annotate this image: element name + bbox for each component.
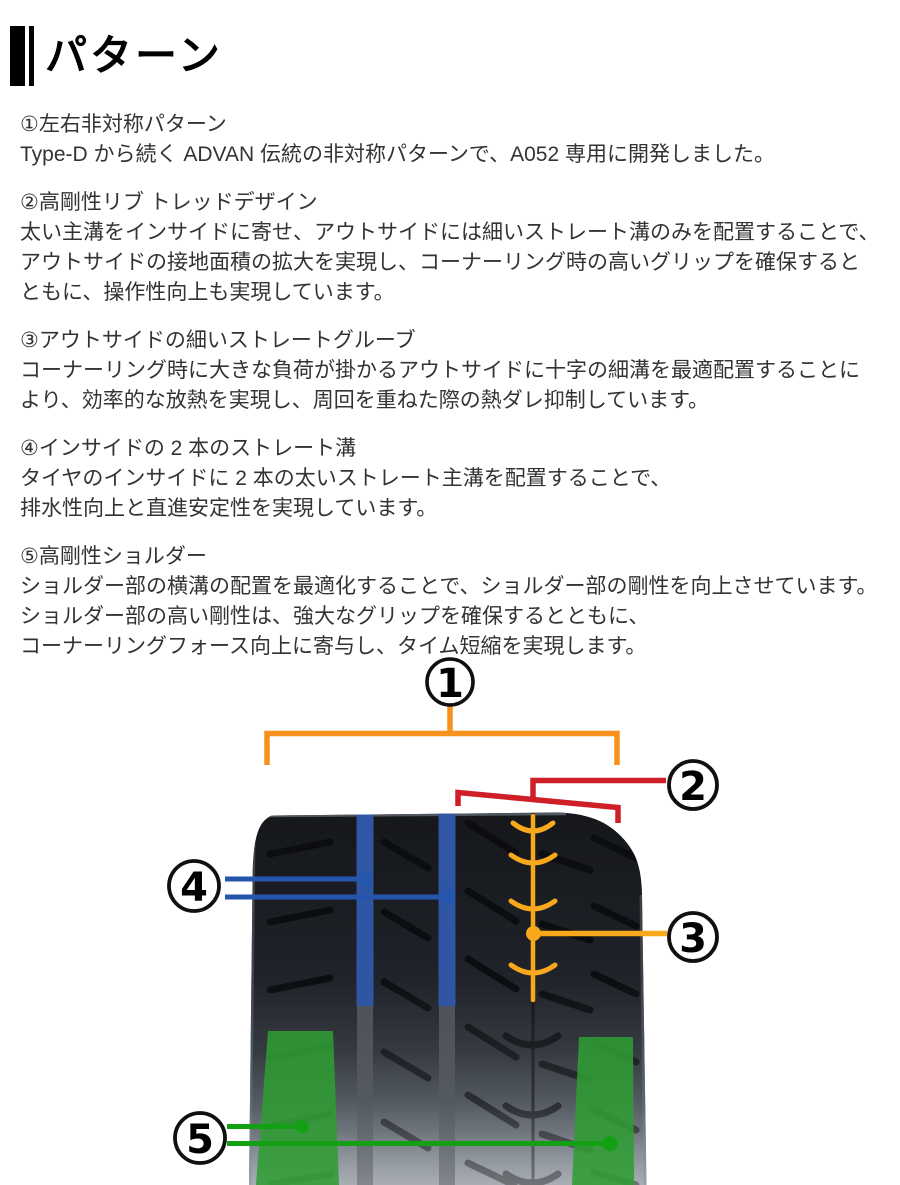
callout-5-label: 5 xyxy=(186,1117,214,1163)
section-heading: ②高剛性リブ トレッドデザイン xyxy=(20,191,318,214)
callout-4-dot-2 xyxy=(441,890,455,904)
callout-4-circle xyxy=(167,859,221,913)
callout-2-circle xyxy=(667,759,719,811)
callout-3-circle xyxy=(667,911,719,963)
section-text-line: アウトサイドの接地面積の拡大を実現し、コーナーリング時の高いグリップを確保すると xyxy=(20,251,860,274)
section-text-line: より、効率的な放熱を実現し、周回を重ねた際の熱ダレ抑制しています。 xyxy=(20,389,710,412)
callout-5-dot-1 xyxy=(295,1120,309,1133)
blue-groove-highlight-left xyxy=(356,813,374,1006)
feature-section-4: ④インサイドの 2 本のストレート溝 タイヤのインサイドに 2 本の太いストレー… xyxy=(20,434,896,524)
callout-1-circle xyxy=(425,657,475,707)
callout-5-leaders xyxy=(227,1120,618,1151)
tire-illustration xyxy=(249,812,647,1185)
green-shoulder-highlight-right xyxy=(572,1037,634,1185)
callout-4-dot-1 xyxy=(359,872,373,886)
callout-5-dot-2 xyxy=(602,1136,618,1151)
section-text-line: Type-D から続く ADVAN 伝統の非対称パターンで、A052 専用に開発… xyxy=(20,143,775,166)
callout-2-badge: 2 xyxy=(667,759,719,811)
page-title: パターン xyxy=(45,32,223,79)
callout-5-circle xyxy=(173,1111,227,1165)
callout-3-label: 3 xyxy=(679,916,707,962)
section-heading: ①左右非対称パターン xyxy=(20,113,227,136)
tread-top-edge xyxy=(265,812,567,818)
green-shoulder-highlight-left xyxy=(256,1031,339,1185)
callout-1-label: 1 xyxy=(436,661,464,707)
feature-section-1: ①左右非対称パターン Type-D から続く ADVAN 伝統の非対称パターンで… xyxy=(20,110,896,170)
callout-1-badge: 1 xyxy=(425,657,475,707)
callout-3-dot xyxy=(526,926,541,941)
blue-groove-highlight-right xyxy=(438,813,456,1006)
callout-5-badge: 5 xyxy=(173,1111,227,1165)
section-text-line: コーナーリング時に大きな負荷が掛かるアウトサイドに十字の細溝を最適配置することに xyxy=(20,359,860,382)
yellow-center-groove-highlight xyxy=(508,813,558,1003)
callout-4-label: 4 xyxy=(180,865,208,911)
header-accent-bar-thick xyxy=(10,26,25,86)
section-text-line: ショルダー部の横溝の配置を最適化することで、ショルダー部の剛性を向上させています… xyxy=(20,575,878,598)
callout-4-leaders xyxy=(225,872,455,904)
section-heading: ③アウトサイドの細いストレートグルーブ xyxy=(20,329,416,352)
section-heading: ④インサイドの 2 本のストレート溝 xyxy=(20,437,357,460)
section-heading: ⑤高剛性ショルダー xyxy=(20,545,207,568)
section-text-line: ショルダー部の高い剛性は、強大なグリップを確保するとともに、 xyxy=(20,605,650,628)
section-text-line: タイヤのインサイドに 2 本の太いストレート主溝を配置することで、 xyxy=(20,467,672,490)
callout-2-label: 2 xyxy=(679,764,707,810)
section-text-line: 太い主溝をインサイドに寄せ、アウトサイドには細いストレート溝のみを配置することで… xyxy=(20,221,880,244)
callout-3-leader xyxy=(526,926,667,941)
section-text-line: コーナーリングフォース向上に寄与し、タイム短縮を実現します。 xyxy=(20,635,647,658)
feature-sections: ①左右非対称パターン Type-D から続く ADVAN 伝統の非対称パターンで… xyxy=(20,110,896,680)
callout-2-bracket xyxy=(455,777,666,823)
tire-pattern-diagram: 1 2 3 4 5 xyxy=(167,657,719,1185)
page-header: パターン xyxy=(10,26,223,86)
feature-section-5: ⑤高剛性ショルダー ショルダー部の横溝の配置を最適化することで、ショルダー部の剛… xyxy=(20,542,896,662)
callout-4-badge: 4 xyxy=(167,859,221,913)
callout-1-bracket xyxy=(264,706,620,765)
callout-3-badge: 3 xyxy=(667,911,719,963)
feature-section-3: ③アウトサイドの細いストレートグルーブ コーナーリング時に大きな負荷が掛かるアウ… xyxy=(20,326,896,416)
header-accent-bar-thin xyxy=(29,26,34,86)
section-text-line: ともに、操作性向上も実現しています。 xyxy=(20,281,395,304)
feature-section-2: ②高剛性リブ トレッドデザイン 太い主溝をインサイドに寄せ、アウトサイドには細い… xyxy=(20,188,896,308)
section-text-line: 排水性向上と直進安定性を実現しています。 xyxy=(20,497,438,520)
